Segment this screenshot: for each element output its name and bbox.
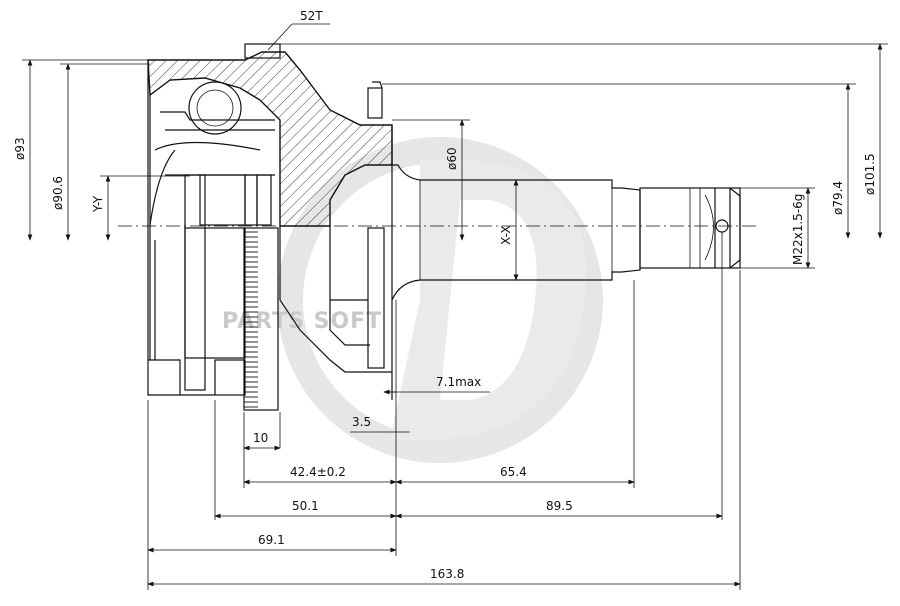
dim-d79-4: ø79.4: [831, 181, 845, 215]
dim-89-5: 89.5: [546, 499, 573, 513]
teeth-leader: [267, 23, 330, 51]
thread-label: M22x1.5-6g: [791, 194, 805, 265]
horizontal-dims: [147, 232, 741, 590]
hub-flange: [330, 227, 385, 369]
dim-65-4: 65.4: [500, 465, 527, 479]
abs-ring: [243, 227, 279, 411]
watermark-text: PARTS SOFT: [222, 309, 382, 334]
dim-50-1: 50.1: [292, 499, 319, 513]
dim-7-1-max: 7.1max: [436, 375, 481, 389]
dim-d90-6: ø90.6: [51, 176, 65, 210]
outer-housing: [147, 43, 393, 400]
dim-69-1: 69.1: [258, 533, 285, 547]
dim-10: 10: [253, 431, 268, 445]
dim-d93: ø93: [13, 137, 27, 160]
inner-dims: [392, 119, 519, 281]
teeth-count-label: 52T: [300, 9, 323, 23]
dim-163-8: 163.8: [430, 567, 464, 581]
axis-x-label: X-X: [499, 225, 513, 245]
shaft: [391, 164, 741, 301]
dim-d60: ø60: [445, 147, 459, 170]
watermark-logo: [277, 137, 603, 463]
dim-42-4: 42.4±0.2: [290, 465, 346, 479]
vertical-dims-right: [280, 43, 888, 269]
axis-y-label: Y-Y: [91, 195, 105, 213]
dim-d101-5: ø101.5: [863, 153, 877, 195]
vertical-dims-left: [22, 59, 190, 241]
dim-3-5: 3.5: [352, 415, 371, 429]
